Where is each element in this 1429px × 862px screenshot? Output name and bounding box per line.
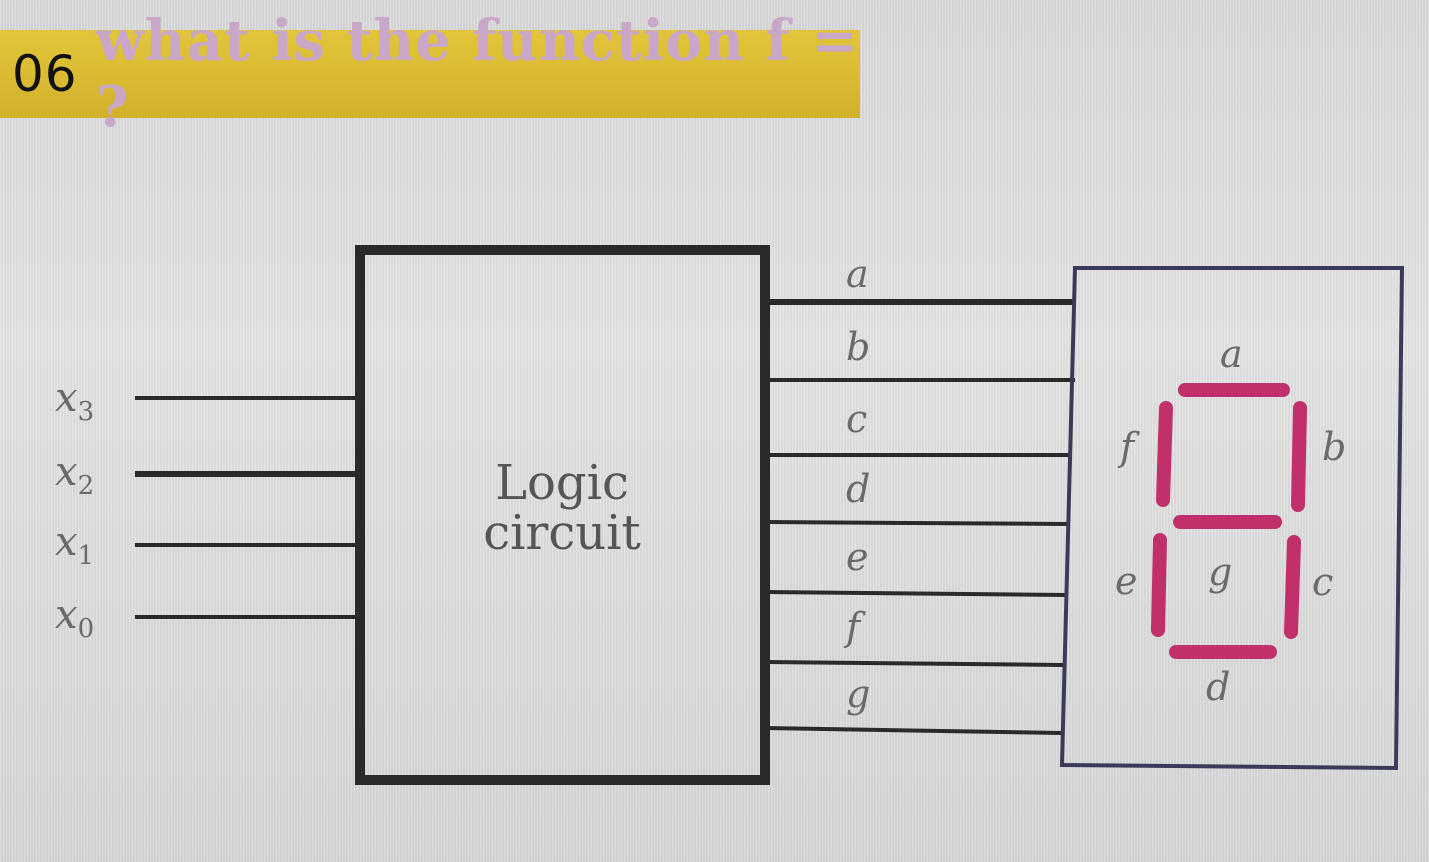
output-line-e [764, 590, 1067, 597]
output-line-f [764, 660, 1065, 667]
output-label-a: a [846, 252, 869, 296]
output-label-c: c [846, 397, 868, 441]
segment-b [1291, 401, 1307, 512]
segment-label-d: d [1206, 665, 1231, 709]
seven-segment-box [1059, 266, 1405, 771]
segment-c [1284, 535, 1301, 639]
segment-label-b: b [1322, 425, 1347, 469]
segment-f [1156, 401, 1173, 507]
segment-label-f: f [1120, 425, 1135, 469]
segment-e [1151, 533, 1167, 637]
input-label-x2: x2 [55, 449, 95, 501]
segment-label-a: a [1220, 332, 1243, 376]
seven-segment-display [1151, 383, 1307, 659]
logic-circuit-box [355, 245, 770, 785]
logic-circuit-line1: Logic [495, 455, 629, 511]
output-label-b: b [846, 325, 871, 369]
segment-label-g: g [1208, 550, 1233, 594]
output-label-f: f [846, 605, 861, 649]
logic-circuit-line2: circuit [483, 505, 641, 562]
question-number: 06 [12, 45, 78, 103]
output-line-g [764, 726, 1063, 735]
question-text: what is the function f = ? [95, 8, 860, 140]
segment-label-c: c [1312, 560, 1334, 604]
output-label-e: e [846, 535, 869, 579]
question-banner: 06 what is the function f = ? [0, 8, 860, 140]
input-label-x3: x3 [55, 375, 95, 427]
output-label-g: g [846, 672, 871, 716]
output-label-d: d [846, 467, 871, 511]
input-label-x0: x0 [55, 592, 95, 644]
logic-circuit-label: Logic circuit [462, 458, 662, 559]
input-label-x1: x1 [55, 519, 95, 571]
segment-label-e: e [1115, 559, 1138, 603]
output-line-d [764, 520, 1069, 526]
